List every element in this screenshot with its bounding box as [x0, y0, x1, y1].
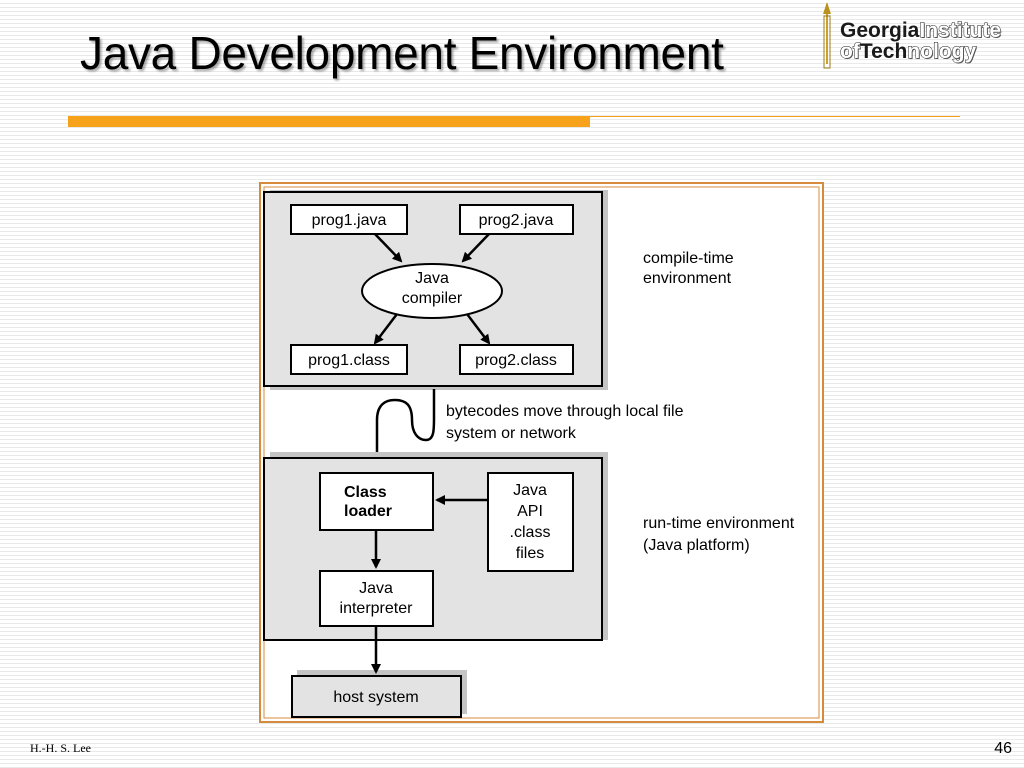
logo-line-2: ofTechnology — [840, 40, 977, 63]
class-file-box — [459, 344, 574, 375]
footer-author: H.-H. S. Lee — [30, 741, 91, 755]
interpreter-label-line2: interpreter — [340, 600, 414, 617]
java-interpreter-box — [319, 570, 434, 627]
tech-tower-icon — [823, 2, 831, 69]
java-api-label-line: Java — [513, 482, 547, 499]
compiler-label-line1: Java — [415, 270, 449, 287]
class-loader-label-line2: loader — [344, 503, 392, 520]
logo-word-institute: Institute — [919, 19, 1002, 42]
title-rule-line — [590, 116, 960, 117]
class-file-label: prog2.class — [475, 352, 557, 369]
flow-arrow — [461, 233, 490, 263]
transfer-label-line1: bytecodes move through local file — [446, 403, 684, 420]
host-system-box — [291, 675, 462, 718]
bytecode-transfer-loop — [375, 389, 436, 456]
java-api-label-line: API — [517, 503, 543, 520]
flow-arrow — [374, 233, 403, 263]
run-time-label-line2: (Java platform) — [643, 537, 750, 554]
java-api-label-line: files — [516, 545, 544, 562]
run-time-label-line1: run-time environment — [643, 515, 795, 532]
flow-arrow — [466, 313, 491, 345]
logo-word-tech: Tech — [859, 40, 908, 63]
transfer-label-line2: system or network — [446, 425, 577, 442]
java-api-label-line: .class — [510, 524, 551, 541]
logo-line-1: GeorgiaInstitute — [840, 19, 1002, 42]
class-file-box — [290, 344, 408, 375]
compile-time-label-line2: environment — [643, 270, 732, 287]
source-file-box — [290, 204, 408, 235]
logo-word-georgia: Georgia — [840, 19, 920, 42]
diagram-frame-inner — [263, 186, 820, 719]
logo-word-nology: nology — [907, 40, 977, 63]
institute-logo: GeorgiaInstitute ofTechnology — [818, 2, 1018, 72]
class-loader-label-line1: Class — [344, 484, 387, 501]
java-compiler-node — [361, 263, 503, 319]
compiler-label-line2: compiler — [402, 290, 463, 307]
interpreter-label-line1: Java — [359, 580, 393, 597]
source-file-box — [459, 204, 574, 235]
class-loader-box — [319, 472, 434, 531]
slide-title: Java Development Environment — [80, 27, 724, 79]
title-accent-bar — [68, 116, 590, 127]
source-file-label: prog1.java — [312, 212, 387, 229]
logo-word-of: of — [840, 40, 861, 63]
compile-time-label-line1: compile-time — [643, 250, 734, 267]
host-system-label: host system — [333, 689, 418, 706]
page-number: 46 — [994, 740, 1012, 757]
flow-arrow — [373, 313, 398, 345]
java-api-box — [487, 472, 574, 572]
source-file-label: prog2.java — [479, 212, 554, 229]
class-file-label: prog1.class — [308, 352, 390, 369]
